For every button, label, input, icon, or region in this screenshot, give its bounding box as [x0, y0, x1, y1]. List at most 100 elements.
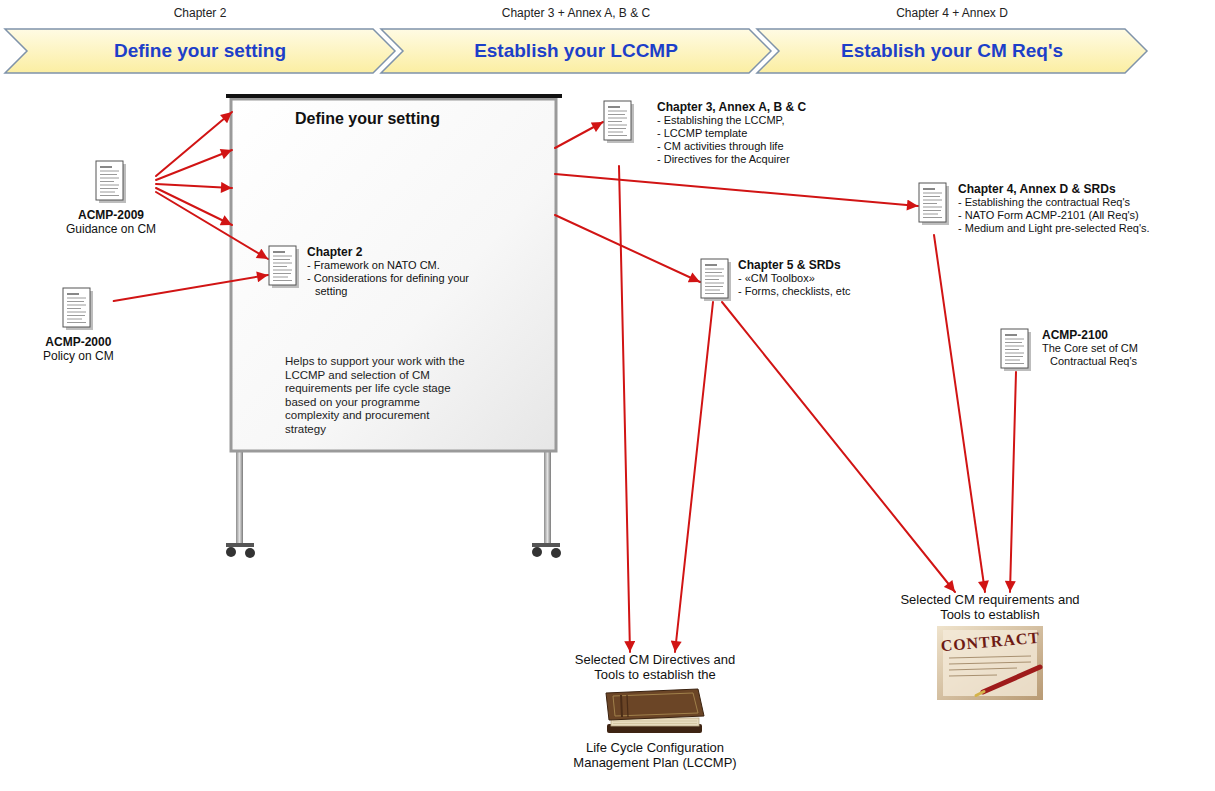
flow-arrow	[675, 302, 713, 652]
shape-line	[923, 193, 942, 194]
shape-line	[608, 111, 627, 112]
shape-line	[949, 662, 1031, 664]
shape-line	[67, 322, 86, 323]
stage-title: Establish your CM Req's	[756, 28, 1148, 74]
board-wheel	[226, 547, 236, 557]
section-heading: Chapter 2	[4, 5, 396, 23]
shape-line	[608, 132, 623, 133]
document-text: Chapter 2- Framework on NATO CM.- Consid…	[307, 245, 482, 298]
shape-line	[949, 675, 997, 676]
output-text: Selected CM Directives and Tools to esta…	[560, 652, 750, 682]
reference-document: ACMP-2000Policy on CM	[43, 287, 114, 363]
section-heading: Chapter 4 + Annex D	[756, 5, 1148, 23]
shape-line	[705, 283, 724, 284]
shape-polygon	[613, 693, 698, 716]
document-item: - Establishing the LCCMP,	[657, 114, 837, 127]
chevron-outline	[5, 29, 395, 73]
shape-line	[1005, 356, 1023, 357]
document-icon	[62, 287, 94, 331]
section-heading: Chapter 3 + Annex A, B & C	[380, 5, 772, 23]
document-item: - Directives for the Acquirer	[657, 153, 837, 166]
shape-rect	[96, 161, 123, 200]
shape-line	[923, 196, 940, 197]
stage-chevron: Chapter 4 + Annex DEstablish your CM Req…	[756, 28, 1148, 74]
output-contract: Selected CM requirements and Tools to es…	[900, 592, 1080, 704]
document-item: The Core set of CM Contractual Req's	[1042, 342, 1160, 368]
shape-polygon	[606, 689, 704, 720]
shape-line	[100, 174, 117, 175]
document-text: ACMP-2100The Core set of CM Contractual …	[1042, 328, 1160, 368]
chevron-outline	[757, 29, 1147, 73]
shape-line	[67, 308, 81, 309]
shape-line	[705, 286, 723, 287]
board-foot	[532, 543, 560, 547]
document-item: - Considerations for defining your setti…	[307, 272, 482, 298]
document-text: Chapter 4, Annex D & SRDs- Establishing …	[958, 182, 1190, 235]
shape-line	[705, 264, 717, 265]
shape-line	[949, 668, 1017, 670]
shape-line	[923, 207, 942, 208]
shape-line	[273, 251, 285, 252]
shape-line	[705, 276, 724, 277]
shape-line	[983, 667, 1040, 692]
shape-line	[67, 298, 86, 299]
document-heading: Chapter 5 & SRDs	[738, 258, 888, 272]
document-note: Chapter 3, Annex A, B & C- Establishing …	[603, 100, 837, 166]
shape-line	[608, 121, 622, 122]
document-code: ACMP-2009	[78, 208, 144, 222]
shape-line	[923, 214, 938, 215]
stage-chevron: Chapter 2Define your setting	[4, 28, 396, 74]
document-note: Chapter 5 & SRDs- «CM Toolbox»- Forms, c…	[700, 258, 888, 302]
document-item: - NATO Form ACMP-2101 (All Req's)	[958, 209, 1190, 222]
shape-line	[67, 301, 84, 302]
shape-line	[949, 656, 1031, 658]
shape-line	[923, 210, 941, 211]
shape-line	[608, 106, 620, 107]
shape-line	[67, 305, 86, 306]
shape-line	[1005, 339, 1024, 340]
document-item: - CM activities through life	[657, 140, 837, 153]
shape-line	[613, 723, 697, 724]
document-heading: Chapter 2	[307, 245, 482, 259]
shape-rect	[919, 183, 946, 222]
shape-rect	[269, 246, 296, 285]
shape-rect	[63, 288, 90, 327]
shape-line	[608, 118, 627, 119]
shape-line	[100, 166, 112, 167]
photo-ground	[225, 94, 562, 570]
board-wheel	[245, 548, 255, 558]
flow-arrow	[156, 112, 232, 176]
reference-document: ACMP-2009Guidance on CM	[66, 160, 156, 236]
document-note: Chapter 2- Framework on NATO CM.- Consid…	[268, 245, 482, 298]
flow-arrow	[156, 184, 232, 188]
flow-arrow	[555, 215, 700, 282]
document-heading: ACMP-2100	[1042, 328, 1160, 342]
document-icon	[918, 182, 950, 226]
flow-arrow	[555, 122, 603, 148]
flow-arrow	[156, 192, 268, 259]
shape-line	[100, 195, 119, 196]
document-text: Chapter 5 & SRDs- «CM Toolbox»- Forms, c…	[738, 258, 888, 298]
flow-arrow	[114, 275, 268, 301]
shape-line	[67, 315, 85, 316]
document-icon	[95, 160, 127, 204]
shape-line	[1005, 349, 1019, 350]
book-picture	[605, 686, 705, 736]
shape-line	[100, 188, 118, 189]
shape-line	[1005, 342, 1022, 343]
stage-chevron: Chapter 3 + Annex A, B & CEstablish your…	[380, 28, 772, 74]
whiteboard-panel: Define your settingHelps to support your…	[232, 100, 555, 450]
document-code: ACMP-2000	[45, 335, 111, 349]
shape-line	[100, 171, 119, 172]
book-frame	[605, 686, 705, 736]
shape-line	[608, 114, 625, 115]
document-item: - «CM Toolbox»	[738, 272, 888, 285]
shape-line	[273, 277, 288, 278]
shape-line	[273, 266, 287, 267]
shape-line	[705, 293, 724, 294]
shape-line	[100, 178, 119, 179]
document-icon	[700, 258, 732, 302]
board-title: Define your setting	[295, 108, 555, 130]
document-item: - LCCMP template	[657, 127, 837, 140]
